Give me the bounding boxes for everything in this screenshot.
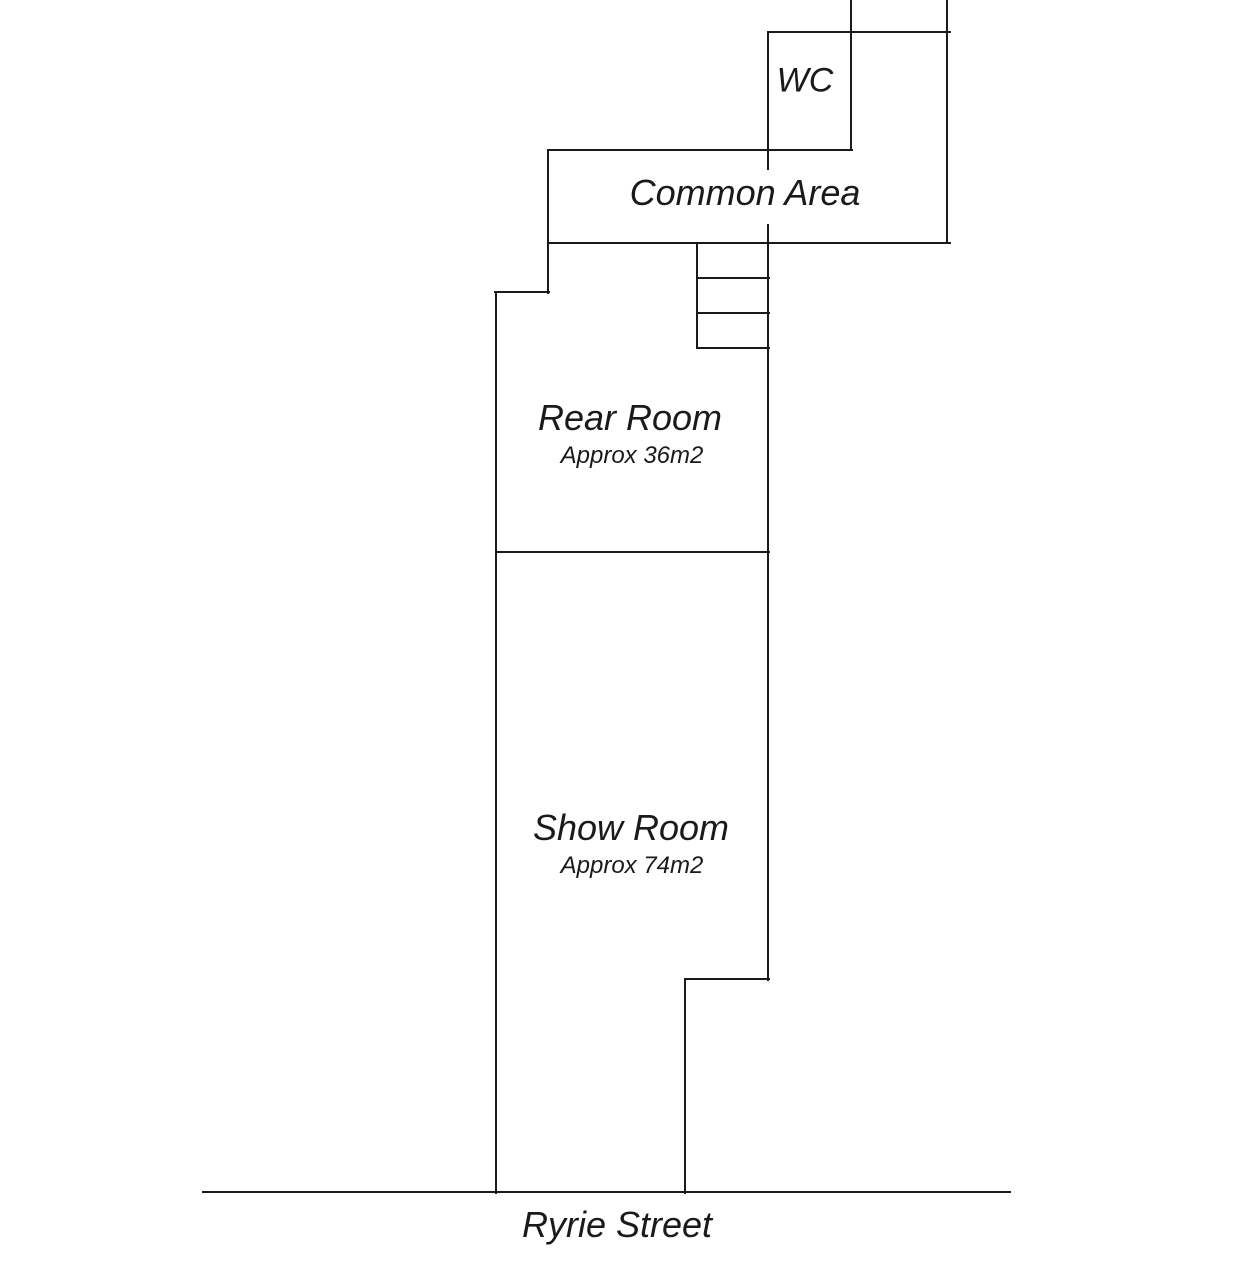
room-label-show-room: Show Room — [532, 807, 730, 849]
street-label: Ryrie Street — [521, 1204, 713, 1246]
stair-step-line — [696, 347, 770, 349]
wall-rear-room-jog — [494, 291, 550, 293]
room-area-rear-room: Approx 36m2 — [560, 441, 704, 469]
street-line — [202, 1191, 1011, 1193]
stair-step-line — [696, 277, 770, 279]
wall-outer-right — [946, 0, 948, 244]
room-label-rear-room: Rear Room — [537, 397, 723, 439]
room-label-common-area: Common Area — [629, 172, 861, 214]
room-area-show-room: Approx 74m2 — [560, 851, 704, 879]
wall-left — [495, 291, 497, 1194]
wall-show-room-jog — [684, 978, 770, 980]
room-label-wc: WC — [776, 61, 834, 100]
wall-common-area-left — [547, 149, 549, 294]
wall-room-divider — [495, 551, 770, 553]
wall-wc-left — [767, 31, 769, 170]
stairs — [696, 242, 770, 349]
wall-show-room-right-lower — [684, 978, 686, 1194]
wall-common-area-top — [547, 149, 853, 151]
stair-step-line — [696, 312, 770, 314]
wall-right-inner — [767, 224, 769, 981]
wall-common-area-bottom — [547, 242, 951, 244]
wall-wc-top — [767, 31, 951, 33]
wall-wc-right — [850, 0, 852, 151]
